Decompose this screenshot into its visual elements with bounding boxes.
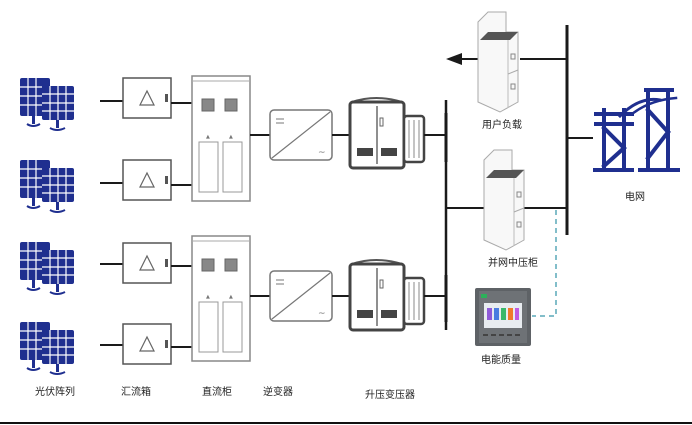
step-up-transformer-2 [348,258,426,332]
label-grid-mv-cabinet: 并网中压柜 [488,258,538,269]
bottom-divider [0,422,692,424]
inverter-2 [269,270,333,322]
pv-array-2 [19,159,75,213]
combiner-box-1 [122,77,172,119]
pv-array-1 [19,77,75,131]
dc-cabinet-1 [191,75,251,202]
label-step-up-transformer: 升压变压器 [365,390,415,401]
pv-array-3 [19,241,75,295]
transmission-tower-icon [593,88,680,172]
label-grid: 电网 [625,192,645,203]
inverter-1 [269,109,333,161]
dc-cabinet-2 [191,235,251,362]
step-up-transformer-1 [348,96,426,170]
label-dc-cabinet: 直流柜 [202,387,232,398]
pv-array-4 [19,321,75,375]
label-pv-array: 光伏阵列 [35,387,75,398]
combiner-box-4 [122,323,172,365]
label-power-quality: 电能质量 [481,355,521,366]
label-user-load: 用户负载 [482,120,522,131]
power-quality-meter-icon [475,288,531,346]
combiner-box-2 [122,159,172,201]
grid-mv-cabinet [483,149,525,251]
user-load-cabinet [477,11,519,113]
comm-link [532,210,557,317]
label-inverter: 逆变器 [263,387,293,398]
label-combiner-box: 汇流箱 [121,387,151,398]
combiner-box-3 [122,242,172,284]
arrow-left-icon [446,53,462,65]
